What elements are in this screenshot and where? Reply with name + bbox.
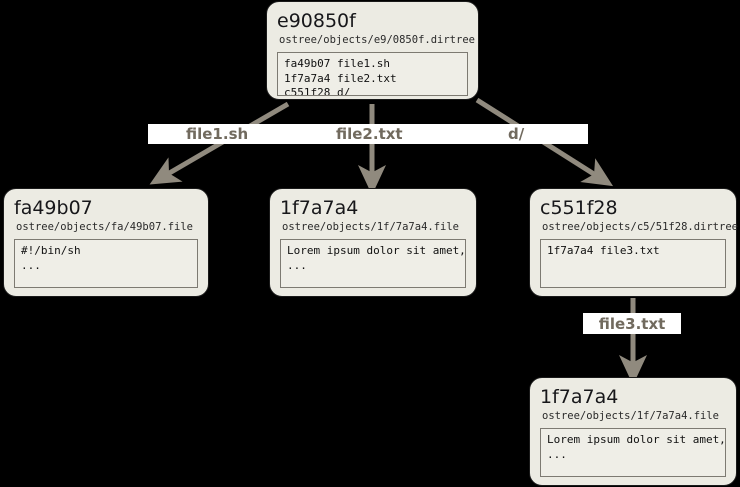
node-content-box: Lorem ipsum dolor sit amet, ... [540, 428, 726, 477]
node-title: e90850f [277, 10, 356, 32]
node-path: ostree/objects/1f/7a7a4.file [542, 410, 720, 422]
edge-label-file2txt: file2.txt [336, 125, 403, 143]
node-fa49b07[interactable]: fa49b07 ostree/objects/fa/49b07.file #!/… [3, 188, 209, 297]
edge-label-d: d/ [508, 125, 525, 143]
node-c551f28[interactable]: c551f28 ostree/objects/c5/51f28.dirtree … [529, 188, 738, 297]
node-path: ostree/objects/e9/0850f.dirtree [279, 34, 475, 46]
node-title: 1f7a7a4 [280, 197, 359, 219]
node-path: ostree/objects/c5/51f28.dirtree [542, 221, 738, 233]
node-title: 1f7a7a4 [540, 386, 619, 408]
node-content-box: 1f7a7a4 file3.txt [540, 239, 726, 288]
node-1f7a7a4-file2[interactable]: 1f7a7a4 ostree/objects/1f/7a7a4.file Lor… [269, 188, 477, 297]
node-path: ostree/objects/1f/7a7a4.file [282, 221, 460, 233]
node-content-box: #!/bin/sh ... [14, 239, 198, 288]
edge-label-file3txt: file3.txt [583, 313, 681, 334]
node-content-box: fa49b07 file1.sh 1f7a7a4 file2.txt c551f… [277, 52, 468, 96]
node-content-box: Lorem ipsum dolor sit amet, ... [280, 239, 466, 288]
node-title: c551f28 [540, 197, 618, 219]
node-title: fa49b07 [14, 197, 93, 219]
node-e90850f[interactable]: e90850f ostree/objects/e9/0850f.dirtree … [266, 1, 479, 100]
edge-label-band [148, 124, 588, 144]
node-1f7a7a4-file3[interactable]: 1f7a7a4 ostree/objects/1f/7a7a4.file Lor… [529, 377, 737, 486]
edge-label-file1sh: file1.sh [186, 125, 249, 143]
node-path: ostree/objects/fa/49b07.file [16, 221, 194, 233]
